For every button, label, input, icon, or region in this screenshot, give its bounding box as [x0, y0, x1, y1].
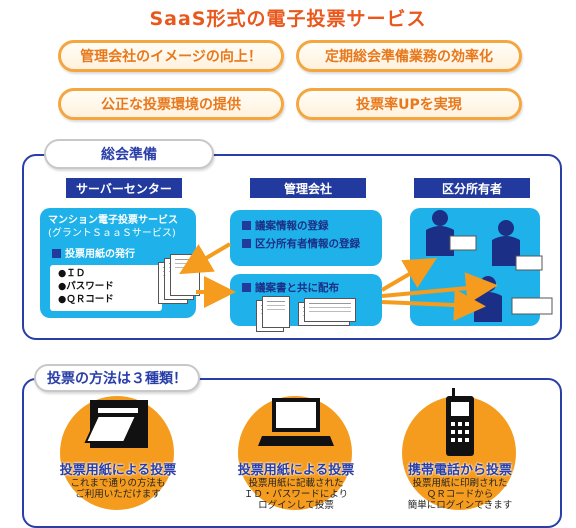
arrow-distribute-3 [381, 289, 486, 321]
square-bullet-icon [242, 239, 251, 248]
page-title: SaaS形式の電子投票サービス [149, 8, 427, 30]
service-subname: (グラントＳａａＳサービス) [48, 228, 176, 239]
method-title: 携帯電話から投票 [407, 463, 512, 478]
arrow-issue [179, 242, 232, 275]
item-password: ●パスワード [58, 281, 114, 292]
benefit-pill: 管理会社のイメージの向上！ [58, 40, 284, 72]
register-owners: 区分所有者情報の登録 [242, 238, 360, 251]
column-header-management: 管理会社 [250, 178, 366, 198]
benefit-pill: 定期総会準備業務の効率化 [296, 40, 522, 72]
benefit-pill: 投票率UPを実現 [296, 88, 522, 120]
method-title: 投票用紙による投票 [237, 463, 355, 478]
person-icon [426, 210, 477, 256]
method-title: 投票用紙による投票 [59, 463, 177, 478]
ballot-box-icon [84, 400, 148, 448]
flow-arrows [179, 242, 498, 321]
service-name: マンション電子投票サービス [48, 215, 178, 226]
register-proposal: 議案情報の登録 [242, 220, 329, 233]
method-description: これまで通りの方法も ご利用いただけます [70, 478, 166, 500]
registration-box [230, 210, 382, 266]
benefit-pill: 公正な投票環境の提供 [58, 88, 284, 120]
prep-tab: 総会準備 [44, 139, 214, 169]
laptop-icon [258, 398, 334, 446]
distribute-label: 議案書と共に配布 [242, 282, 339, 295]
issue-label: 投票用紙の発行 [65, 249, 135, 260]
document-icon [262, 296, 290, 328]
arrow-distribute-1 [380, 257, 437, 292]
mobile-phone-icon [446, 388, 474, 456]
methods-tab: 投票の方法は３種類！ [34, 364, 200, 392]
square-bullet-icon [242, 283, 251, 292]
item-id: ●ＩＤ [58, 268, 86, 279]
item-qr: ●ＱＲコード [58, 294, 114, 305]
ballot-document-icon [304, 298, 356, 322]
person-icon [492, 220, 543, 271]
method-description: 投票用紙に印刷された ＱＲコードから 簡単にログインできます [407, 478, 513, 511]
square-bullet-icon [242, 221, 251, 230]
column-header-owner: 区分所有者 [414, 178, 530, 198]
arrow-distribute-2 [381, 272, 498, 305]
square-bullet-icon [52, 249, 61, 258]
method-description: 投票用紙に記載された ＩＤ・パスワードにより ログインして投票 [243, 478, 349, 511]
column-header-server: サーバーセンター [66, 178, 182, 198]
